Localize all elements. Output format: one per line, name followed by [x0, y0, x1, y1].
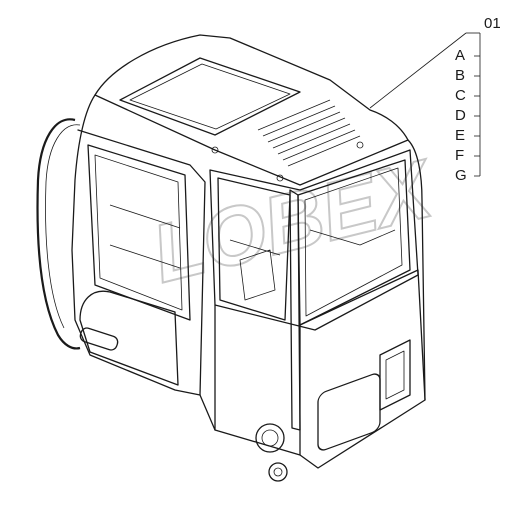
callout-letter-e: E: [455, 127, 465, 144]
callout-letter-g: G: [455, 167, 467, 184]
callout-letter-f: F: [455, 147, 464, 164]
callout-letter-b: B: [455, 67, 465, 84]
callout-letter-c: C: [455, 87, 466, 104]
leader-line: [369, 32, 467, 109]
callout-letter-d: D: [455, 107, 466, 124]
callout-letter-a: A: [455, 47, 465, 64]
callout-bracket: [474, 33, 481, 177]
cab-illustration: [36, 34, 426, 482]
part-number-label: 01: [484, 15, 501, 32]
roof-vents: [257, 99, 361, 167]
